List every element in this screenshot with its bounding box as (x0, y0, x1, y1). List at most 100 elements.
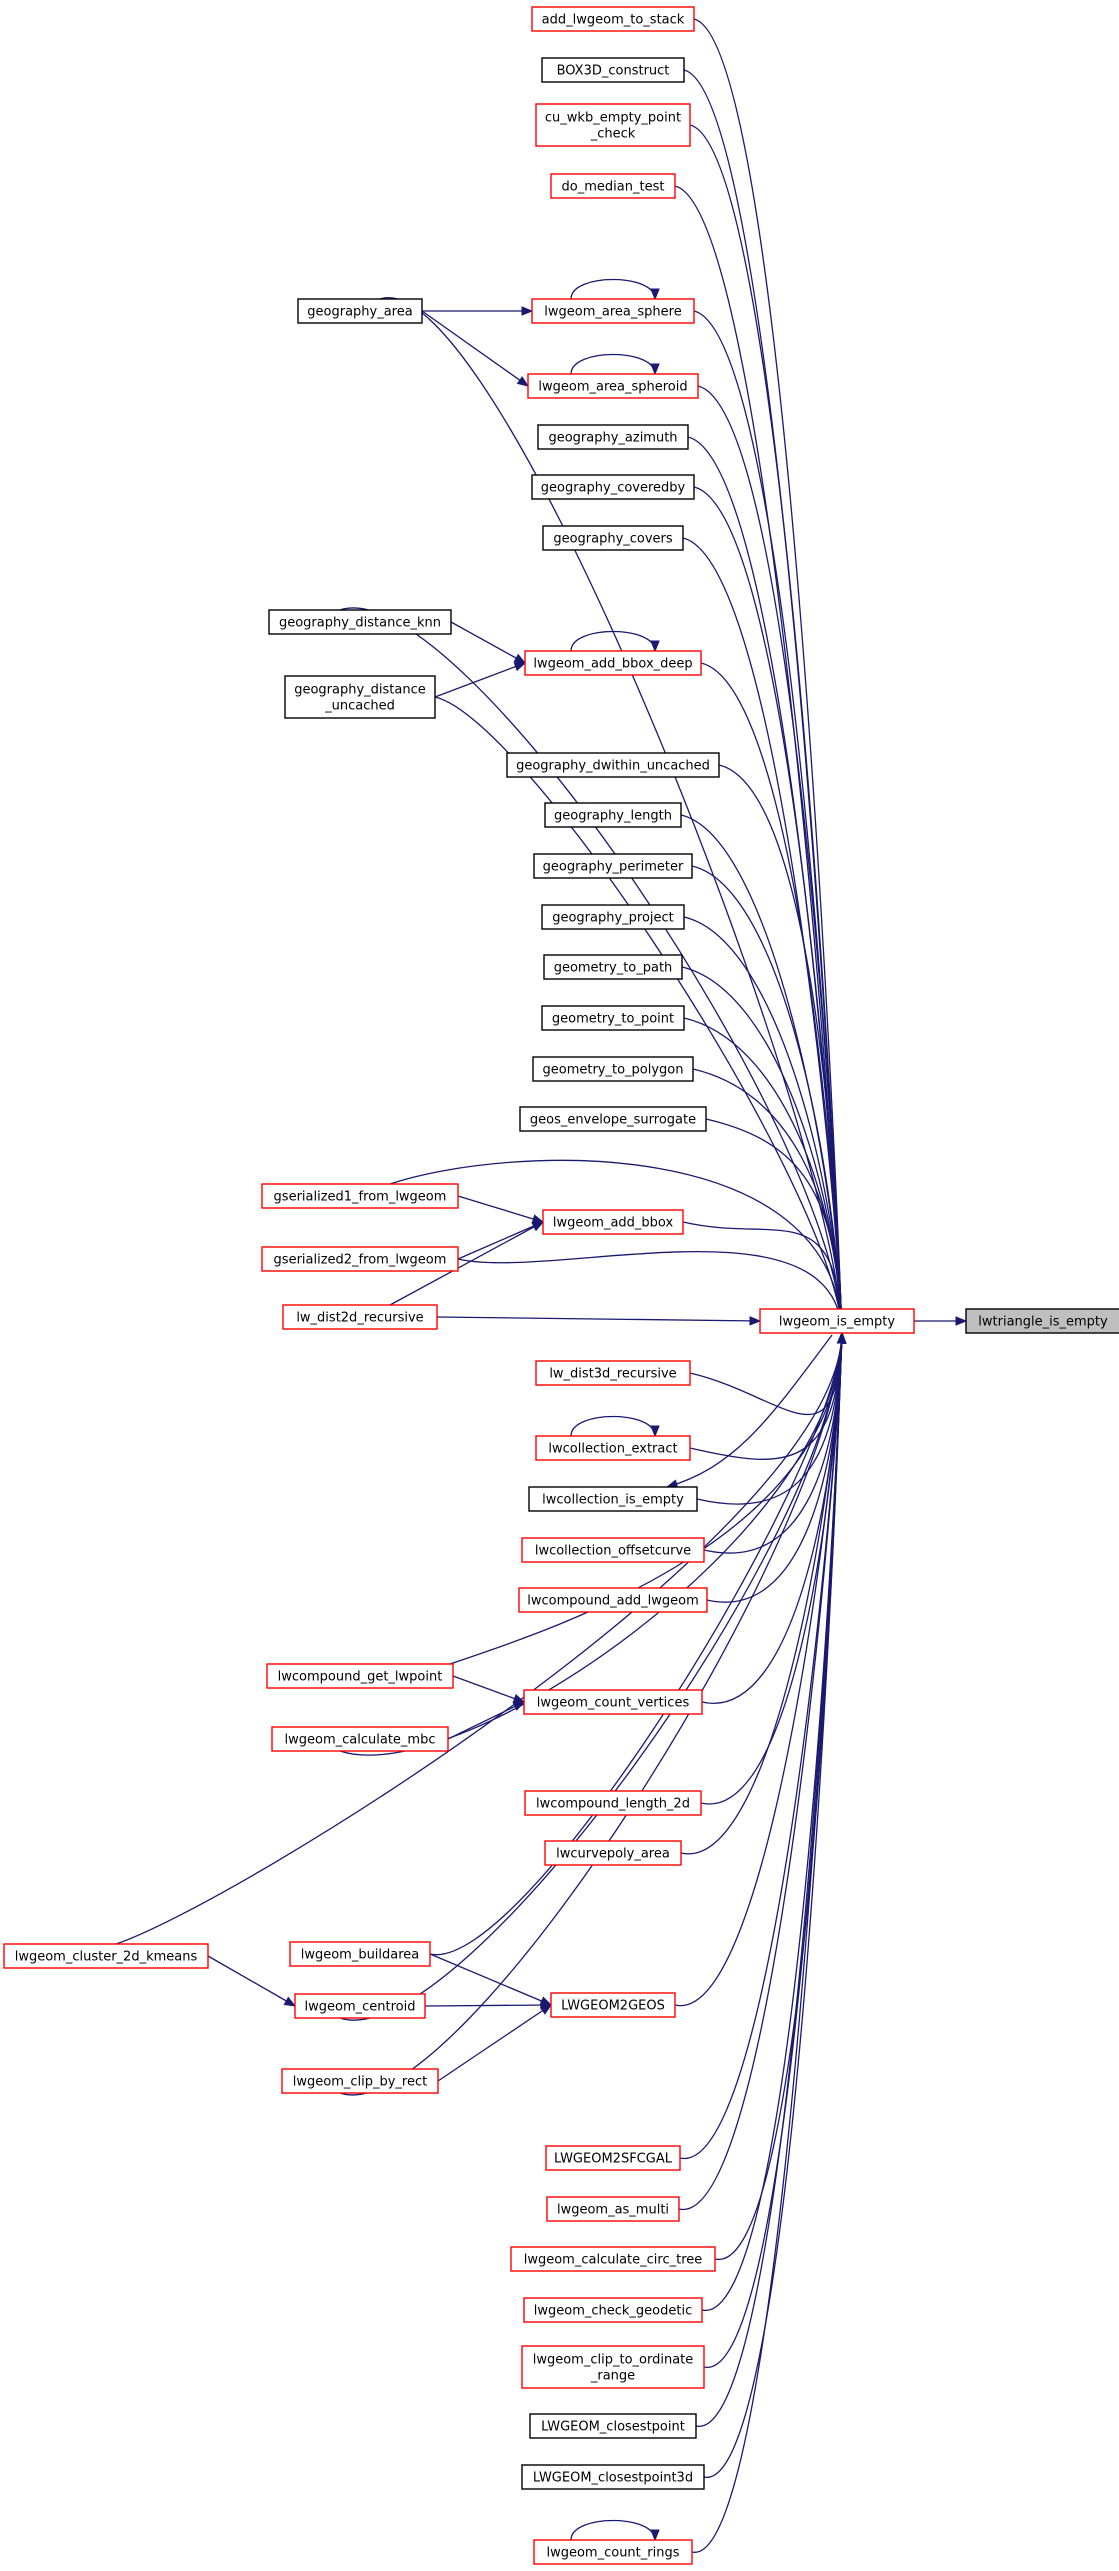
node-box (527, 373, 699, 399)
edge-geography_covers-to-lwgeom_is_empty (682, 537, 847, 1335)
node-label: lwtriangle_is_empty (978, 1315, 1108, 1330)
node-lwgeom-cluster-2d-kmeans[interactable]: lwgeom_cluster_2d_kmeans (3, 1943, 209, 1969)
arrowhead (837, 1331, 847, 1344)
edge-line (570, 1415, 656, 1437)
edge-line (389, 1159, 843, 1334)
node-geography-distance-knn: geography_distance_knn (268, 609, 452, 635)
edge-geography_area-to-lwgeom_area_spheroid (421, 310, 530, 387)
node-geography-azimuth: geography_azimuth (537, 424, 689, 450)
node-gserialized2-from-lwgeom[interactable]: gserialized2_from_lwgeom (261, 1246, 459, 1272)
node-box (282, 1304, 438, 1330)
node-label: add_lwgeom_to_stack (542, 13, 685, 28)
node-box (541, 904, 685, 930)
edge-lwcompound_get_lwpoint-to-lwgeom_count_vertices (452, 1675, 526, 1703)
edge-lwgeom_area_spheroid-self (570, 353, 660, 376)
node-label: lwgeom_clip_to_ordinate (533, 2353, 694, 2368)
node-box (521, 2464, 705, 2490)
node-box (550, 1992, 676, 2018)
arrowhead (650, 2529, 660, 2542)
arrowhead (513, 662, 527, 672)
node-lwcurvepoly-area[interactable]: lwcurvepoly_area (544, 1840, 682, 1866)
node-label: LWGEOM_closestpoint3d (533, 2471, 693, 2486)
node-label: geos_envelope_surrogate (530, 1113, 696, 1128)
edge-line (674, 1332, 843, 2006)
node-lw-dist2d-recursive[interactable]: lw_dist2d_recursive (282, 1304, 438, 1330)
node-lwgeom-area-sphere[interactable]: lwgeom_area_sphere (531, 298, 695, 324)
node-box (531, 6, 695, 32)
node-do-median-test[interactable]: do_median_test (550, 173, 676, 199)
node-label: lw_dist2d_recursive (296, 1311, 423, 1326)
edge-line (421, 310, 529, 387)
node-geometry-to-path: geometry_to_path (543, 954, 683, 980)
node-label: lwcollection_extract (548, 1442, 677, 1457)
node-lwgeom-clip-to-ordinate-range[interactable]: lwgeom_clip_to_ordinate_range (521, 2345, 705, 2389)
node-lwcompound-length-2d[interactable]: lwcompound_length_2d (524, 1790, 702, 1816)
node-box (542, 1209, 684, 1235)
node-cu-wkb-empty-point-check[interactable]: cu_wkb_empty_point_check (535, 103, 691, 147)
edge-lwgeom_clip_by_rect-to-LWGEOM2GEOS (437, 2004, 553, 2082)
node-lwgeom-centroid[interactable]: lwgeom_centroid (294, 1993, 426, 2019)
node-label: LWGEOM2GEOS (561, 1999, 665, 2014)
node-lwcollection-extract[interactable]: lwcollection_extract (535, 1435, 691, 1461)
arrowhead (521, 306, 534, 316)
node-box (284, 675, 436, 719)
edge-line (689, 1332, 843, 1460)
node-lw-dist3d-recursive[interactable]: lw_dist3d_recursive (535, 1360, 691, 1386)
arrowhead (539, 2004, 553, 2015)
node-lwgeom-is-empty[interactable]: lwgeom_is_empty (759, 1308, 915, 1334)
node-lwgeom-area-spheroid[interactable]: lwgeom_area_spheroid (527, 373, 699, 399)
node-label: lwgeom_is_empty (779, 1315, 896, 1330)
node-label: geography_project (552, 911, 674, 926)
node-lwgeom-check-geodetic[interactable]: lwgeom_check_geodetic (523, 2297, 703, 2323)
node-lwgeom-calculate-mbc[interactable]: lwgeom_calculate_mbc (271, 1726, 449, 1752)
node-label: cu_wkb_empty_point (545, 111, 681, 126)
edge-line (682, 537, 843, 1334)
node-lwgeom-calculate-circ-tree[interactable]: lwgeom_calculate_circ_tree (510, 2246, 716, 2272)
node-label: do_median_test (562, 180, 665, 195)
node-lwgeom-add-bbox[interactable]: lwgeom_add_bbox (542, 1209, 684, 1235)
node-box (531, 298, 695, 324)
node-lwgeom2geos[interactable]: LWGEOM2GEOS (550, 1992, 676, 2018)
node-label: lwgeom_area_sphere (544, 305, 681, 320)
edge-line (570, 2519, 656, 2541)
node-lwgeom-as-multi[interactable]: lwgeom_as_multi (546, 2196, 680, 2222)
edge-line (691, 1332, 843, 2553)
edge-geography_area-to-lwgeom_area_sphere (422, 306, 534, 316)
node-box (518, 1587, 708, 1613)
edge-line (424, 2004, 552, 2007)
node-geography-length: geography_length (544, 802, 682, 828)
node-gserialized1-from-lwgeom[interactable]: gserialized1_from_lwgeom (261, 1183, 459, 1209)
node-box (544, 1840, 682, 1866)
node-label: lwcurvepoly_area (556, 1847, 670, 1862)
node-box (297, 298, 423, 324)
node-label: lwcollection_is_empty (542, 1493, 684, 1508)
edge-line (570, 278, 656, 300)
node-lwgeom-count-vertices[interactable]: lwgeom_count_vertices (523, 1689, 703, 1715)
node-add-lwgeom-to-stack[interactable]: add_lwgeom_to_stack (531, 6, 695, 32)
edge-lwgeom_is_empty-to-lwtriangle_is_empty (914, 1316, 968, 1326)
node-lwgeom2sfcgal[interactable]: LWGEOM2SFCGAL (545, 2145, 681, 2171)
node-box (519, 1106, 707, 1132)
node-lwgeom-count-rings[interactable]: lwgeom_count_rings (533, 2539, 693, 2565)
node-lwgeom-clip-by-rect[interactable]: lwgeom_clip_by_rect (281, 2068, 439, 2094)
edge-geography_project-to-lwgeom_is_empty (683, 916, 847, 1335)
edge-line (570, 630, 656, 652)
node-label: BOX3D_construct (557, 64, 670, 79)
node-label: lwgeom_calculate_circ_tree (524, 2253, 703, 2268)
node-box (271, 1726, 449, 1752)
edge-line (434, 662, 526, 698)
edge-lwgeom_cluster_2d_kmeans-to-lwgeom_centroid (207, 1955, 297, 2007)
node-lwcompound-add-lwgeom[interactable]: lwcompound_add_lwgeom (518, 1587, 708, 1613)
node-label: geometry_to_point (552, 1012, 674, 1027)
edge-line (703, 1332, 843, 2478)
node-lwgeom-add-bbox-deep[interactable]: lwgeom_add_bbox_deep (524, 650, 702, 676)
node-label: LWGEOM_closestpoint (541, 2420, 685, 2435)
edge-gserialized1_from_lwgeom-to-lwgeom_add_bbox (457, 1195, 545, 1224)
edge-line (693, 18, 843, 1334)
node-box (521, 2345, 705, 2389)
node-lwcompound-get-lwpoint[interactable]: lwcompound_get_lwpoint (266, 1663, 454, 1689)
node-lwgeom-buildarea[interactable]: lwgeom_buildarea (289, 1941, 431, 1967)
node-lwcollection-offsetcurve[interactable]: lwcollection_offsetcurve (521, 1537, 705, 1563)
node-label: lwgeom_area_spheroid (538, 380, 687, 395)
